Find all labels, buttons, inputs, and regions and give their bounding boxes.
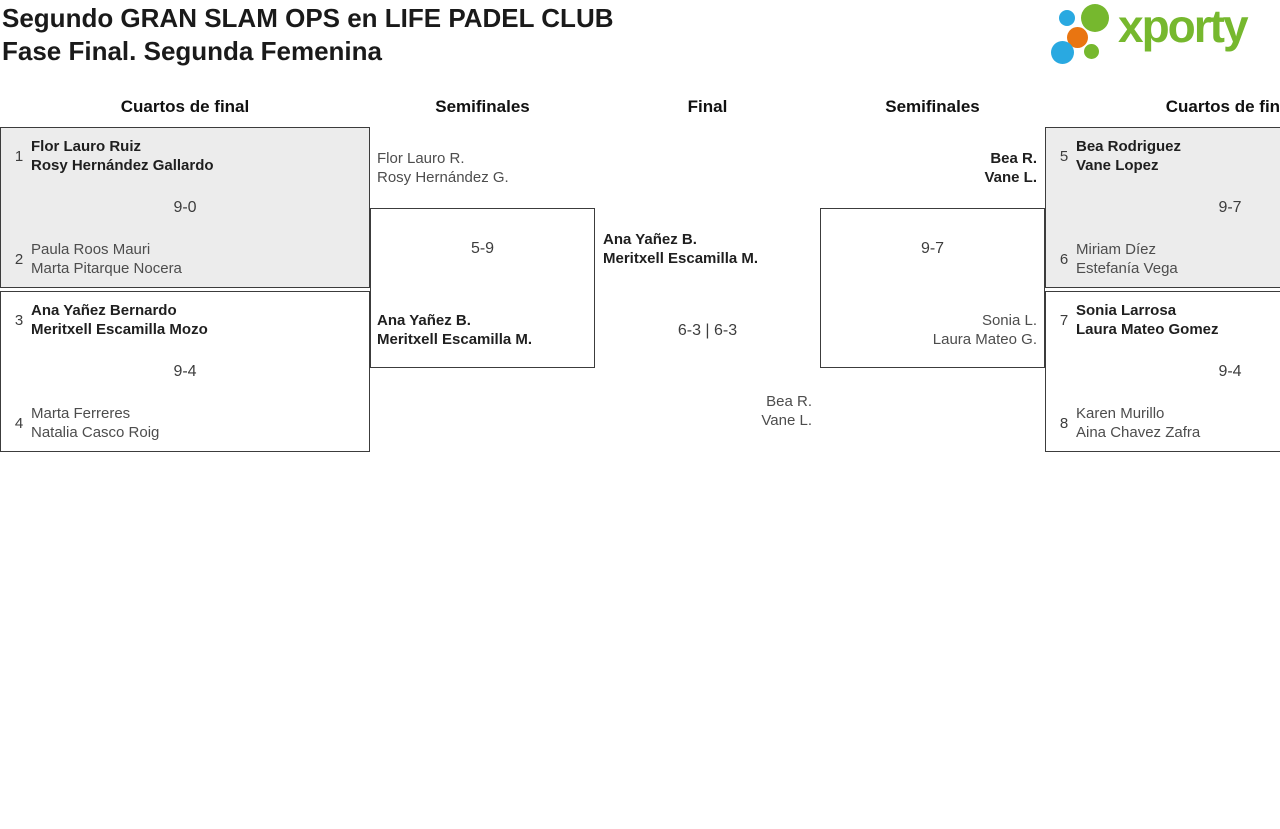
team-entry: 6 Miriam Díez Estefanía Vega bbox=[1046, 240, 1280, 278]
column-header-quarterfinals-right: Cuartos de final bbox=[1165, 97, 1280, 116]
match-score: 5-9 bbox=[470, 240, 495, 257]
xporty-logo[interactable]: xporty bbox=[1048, 0, 1278, 67]
match-sf-right[interactable] bbox=[820, 208, 1045, 368]
match-score: 9-7 bbox=[920, 240, 945, 257]
sf-right-team-top: Bea R. Vane L. bbox=[828, 149, 1037, 187]
logo-wordmark: xporty bbox=[1118, 0, 1249, 52]
final-team-top: Ana Yañez B. Meritxell Escamilla M. bbox=[603, 230, 758, 268]
phase-subtitle: Fase Final. Segunda Femenina bbox=[2, 36, 382, 66]
team-name: Marta Ferreres bbox=[31, 405, 131, 422]
team-entry: 5 Bea Rodriguez Vane Lopez bbox=[1046, 137, 1280, 175]
sf-left-team-bottom: Ana Yañez B. Meritxell Escamilla M. bbox=[377, 311, 532, 349]
team-name: Rosy Hernández G. bbox=[377, 169, 509, 186]
match-qf-left-2[interactable]: 3 Ana Yañez Bernardo Meritxell Escamilla… bbox=[0, 291, 370, 452]
team-name: Miriam Díez bbox=[1076, 241, 1157, 258]
match-score: 6-3 | 6-3 bbox=[677, 322, 738, 339]
seed-number: 2 bbox=[14, 250, 24, 268]
team-name: Meritxell Escamilla M. bbox=[377, 331, 533, 348]
team-name: Laura Mateo Gomez bbox=[1076, 321, 1219, 338]
seed-number: 1 bbox=[14, 147, 24, 165]
team-name: Meritxell Escamilla Mozo bbox=[31, 321, 208, 338]
team-name: Meritxell Escamilla M. bbox=[603, 250, 759, 267]
match-score: 9-7 bbox=[1218, 198, 1242, 216]
team-name: Paula Roos Mauri bbox=[31, 241, 151, 258]
team-name: Marta Pitarque Nocera bbox=[31, 260, 182, 277]
team-name: Sonia L. bbox=[981, 312, 1037, 329]
team-name: Natalia Casco Roig bbox=[31, 424, 160, 441]
seed-number: 5 bbox=[1059, 147, 1069, 165]
match-qf-right-1[interactable]: 5 Bea Rodriguez Vane Lopez 9-7 6 Miriam … bbox=[1045, 127, 1280, 288]
final-team-bottom: Bea R. Vane L. bbox=[595, 392, 812, 430]
sf-left-team-top: Flor Lauro R. Rosy Hernández G. bbox=[377, 149, 509, 187]
team-name: Ana Yañez B. bbox=[603, 231, 697, 248]
match-score: 9-0 bbox=[173, 198, 197, 216]
match-score: 9-4 bbox=[173, 362, 197, 380]
sf-right-team-bottom: Sonia L. Laura Mateo G. bbox=[828, 311, 1037, 349]
team-entry: 1 Flor Lauro Ruiz Rosy Hernández Gallard… bbox=[1, 137, 369, 175]
team-name: Vane L. bbox=[761, 412, 812, 429]
team-name: Rosy Hernández Gallardo bbox=[31, 157, 214, 174]
column-header-semifinals-left: Semifinales bbox=[435, 97, 530, 116]
team-entry: 2 Paula Roos Mauri Marta Pitarque Nocera bbox=[1, 240, 369, 278]
seed-number: 3 bbox=[14, 311, 24, 329]
team-name: Estefanía Vega bbox=[1076, 260, 1178, 277]
seed-number: 8 bbox=[1059, 414, 1069, 432]
team-name: Bea R. bbox=[766, 393, 812, 410]
team-name: Bea R. bbox=[990, 150, 1037, 167]
match-qf-left-1[interactable]: 1 Flor Lauro Ruiz Rosy Hernández Gallard… bbox=[0, 127, 370, 288]
team-entry: 7 Sonia Larrosa Laura Mateo Gomez bbox=[1046, 301, 1280, 339]
column-header-quarterfinals-left: Cuartos de final bbox=[120, 97, 250, 116]
logo-dot-orange bbox=[1067, 27, 1088, 48]
column-header-final: Final bbox=[687, 97, 728, 116]
team-name: Ana Yañez Bernardo bbox=[31, 302, 177, 319]
logo-dot-blue-big bbox=[1051, 41, 1074, 64]
seed-number: 6 bbox=[1059, 250, 1069, 268]
team-entry: 3 Ana Yañez Bernardo Meritxell Escamilla… bbox=[1, 301, 369, 339]
team-name: Laura Mateo G. bbox=[932, 331, 1037, 348]
logo-dot-blue-small bbox=[1059, 10, 1075, 26]
team-name: Karen Murillo bbox=[1076, 405, 1165, 422]
team-name: Vane Lopez bbox=[1076, 157, 1159, 174]
team-entry: 8 Karen Murillo Aina Chavez Zafra bbox=[1046, 404, 1280, 442]
seed-number: 7 bbox=[1059, 311, 1069, 329]
tournament-title: Segundo GRAN SLAM OPS en LIFE PADEL CLUB bbox=[2, 3, 614, 33]
match-score: 9-4 bbox=[1218, 362, 1242, 380]
logo-dot-green-big bbox=[1081, 4, 1109, 32]
seed-number: 4 bbox=[14, 414, 24, 432]
team-name: Vane L. bbox=[984, 169, 1037, 186]
team-name: Bea Rodriguez bbox=[1076, 138, 1182, 155]
match-qf-right-2[interactable]: 7 Sonia Larrosa Laura Mateo Gomez 9-4 8 … bbox=[1045, 291, 1280, 452]
column-header-semifinals-right: Semifinales bbox=[885, 97, 980, 116]
logo-dot-green-small bbox=[1084, 44, 1099, 59]
team-entry: 4 Marta Ferreres Natalia Casco Roig bbox=[1, 404, 369, 442]
team-name: Ana Yañez B. bbox=[377, 312, 471, 329]
team-name: Flor Lauro Ruiz bbox=[31, 138, 141, 155]
team-name: Sonia Larrosa bbox=[1076, 302, 1177, 319]
match-sf-left[interactable] bbox=[370, 208, 595, 368]
team-name: Aina Chavez Zafra bbox=[1076, 424, 1201, 441]
team-name: Flor Lauro R. bbox=[377, 150, 465, 167]
